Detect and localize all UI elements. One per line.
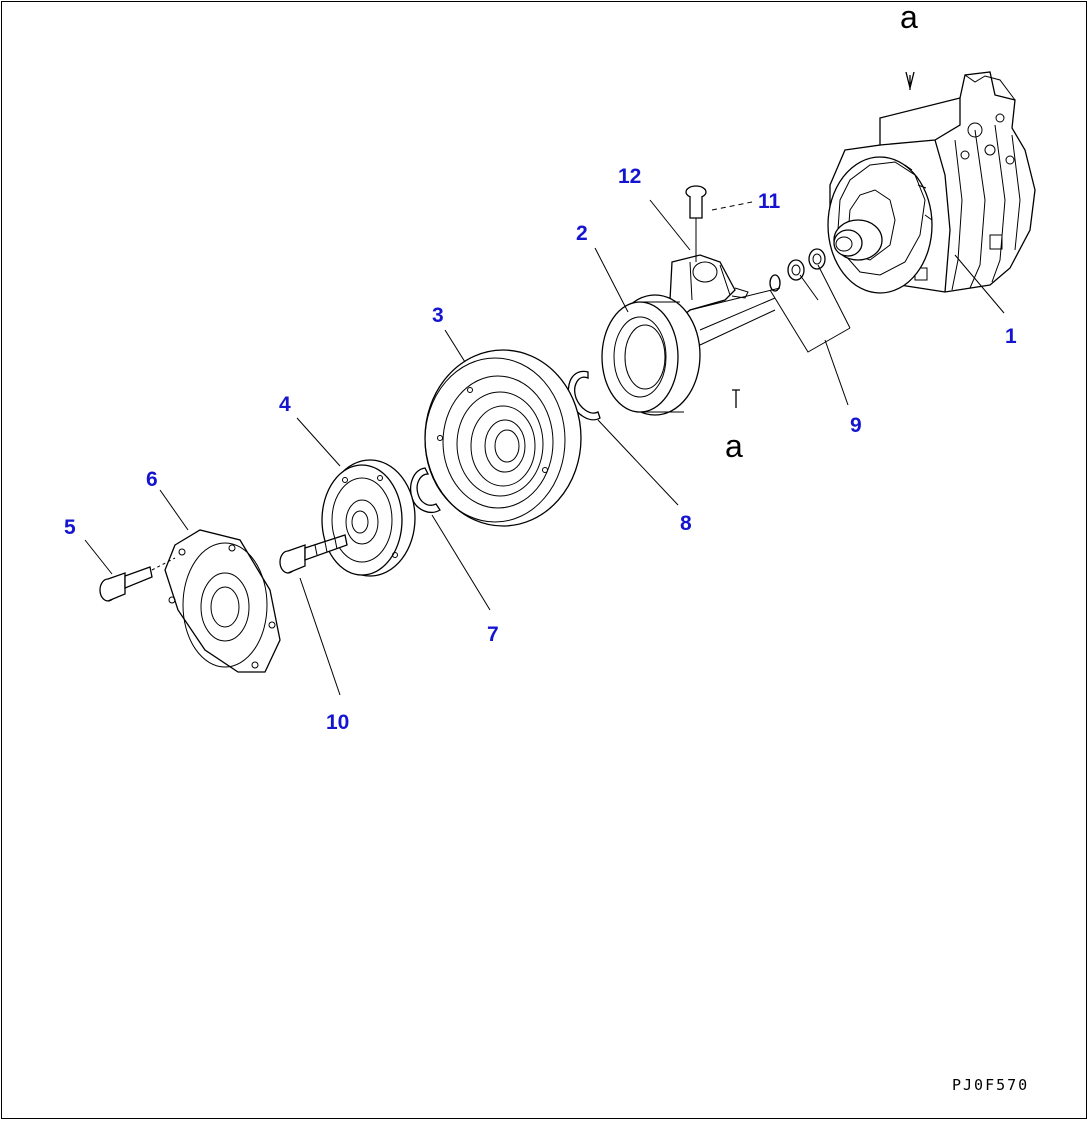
callout-2[interactable]: 2 <box>576 222 588 245</box>
leader-3 <box>444 329 466 363</box>
leader-2 <box>594 247 629 313</box>
view-arrow-bottom-icon <box>732 389 740 408</box>
part-8-snap-ring <box>567 370 601 421</box>
leader-12 <box>649 199 691 251</box>
callout-7[interactable]: 7 <box>487 623 499 646</box>
guide-5-6 <box>151 557 176 571</box>
callout-9[interactable]: 9 <box>850 414 862 437</box>
callout-1[interactable]: 1 <box>1005 325 1017 348</box>
part-5-bolt <box>99 566 153 602</box>
callout-10[interactable]: 10 <box>326 711 349 734</box>
leader-10 <box>299 577 341 696</box>
drawing-code: PJ0F570 <box>952 1076 1029 1094</box>
part-7-snap-ring <box>410 467 441 513</box>
leader-4 <box>296 417 341 467</box>
leader-11 <box>711 201 753 211</box>
part-2-field-coil <box>601 294 701 416</box>
part-9-shims <box>769 248 851 353</box>
leader-1 <box>954 254 1005 314</box>
leader-8 <box>597 419 679 506</box>
leader-5 <box>84 539 113 575</box>
callout-6[interactable]: 6 <box>146 468 158 491</box>
view-marker-top: a <box>900 0 918 35</box>
part-11-screw <box>685 185 707 262</box>
callout-3[interactable]: 3 <box>432 304 444 327</box>
callout-5[interactable]: 5 <box>64 516 76 539</box>
leader-6 <box>159 489 189 531</box>
part-6-cover <box>164 529 281 673</box>
callout-4[interactable]: 4 <box>279 393 291 416</box>
part-3-pulley <box>424 349 582 527</box>
part-10-bolt <box>279 534 348 574</box>
leader-7 <box>431 514 491 611</box>
view-marker-bottom: a <box>725 428 743 464</box>
callout-8[interactable]: 8 <box>680 512 692 535</box>
part-1-compressor <box>827 71 1036 294</box>
callout-11[interactable]: 11 <box>758 190 781 213</box>
leader-9 <box>824 339 849 406</box>
view-arrow-top-icon <box>905 71 915 90</box>
callout-12[interactable]: 12 <box>618 165 641 188</box>
part-4-armature <box>321 459 416 577</box>
